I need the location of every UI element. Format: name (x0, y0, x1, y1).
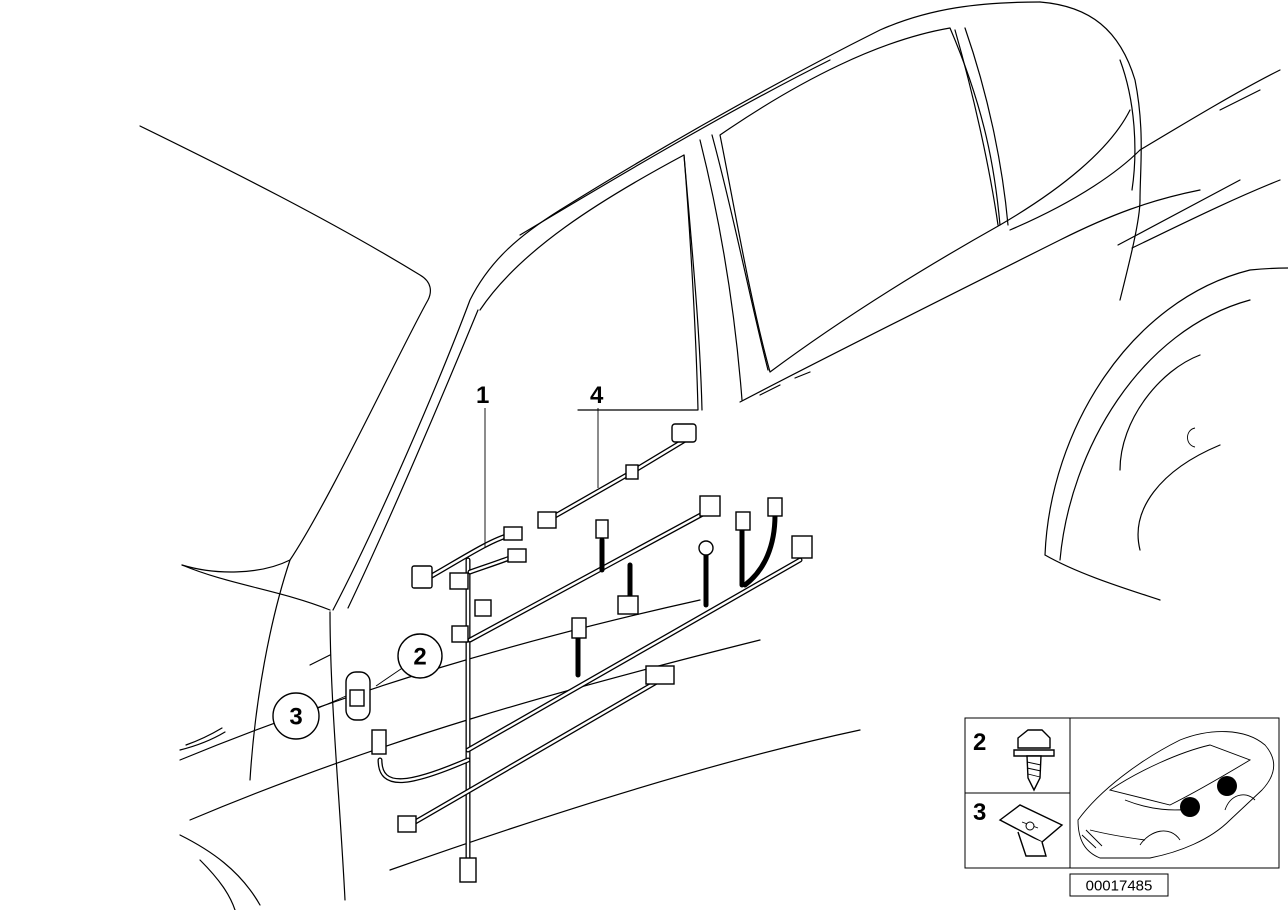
mini-car-icon (1077, 731, 1275, 859)
callout-2-circle: 2 (397, 633, 443, 679)
location-marker (1217, 776, 1237, 796)
inset-label-3: 3 (973, 799, 986, 826)
callout-2: 2 (413, 644, 426, 671)
clip-icon (998, 804, 1064, 857)
callout-3: 3 (289, 704, 302, 731)
inset-label-2: 2 (973, 729, 986, 756)
reference-number: 00017485 (1086, 878, 1153, 895)
location-marker (1180, 797, 1200, 817)
callout-1: 1 (476, 382, 489, 409)
reference-box: 00017485 (1069, 873, 1169, 897)
door-wiring-harness (377, 434, 803, 883)
car-body-outline (139, 1, 1288, 910)
leader-lines (299, 408, 599, 717)
inset-panel: 2 3 (964, 717, 1280, 869)
screw-icon (1013, 729, 1055, 792)
connectors (345, 423, 813, 883)
callout-4: 4 (590, 382, 604, 409)
callout-3-circle: 3 (272, 692, 320, 740)
